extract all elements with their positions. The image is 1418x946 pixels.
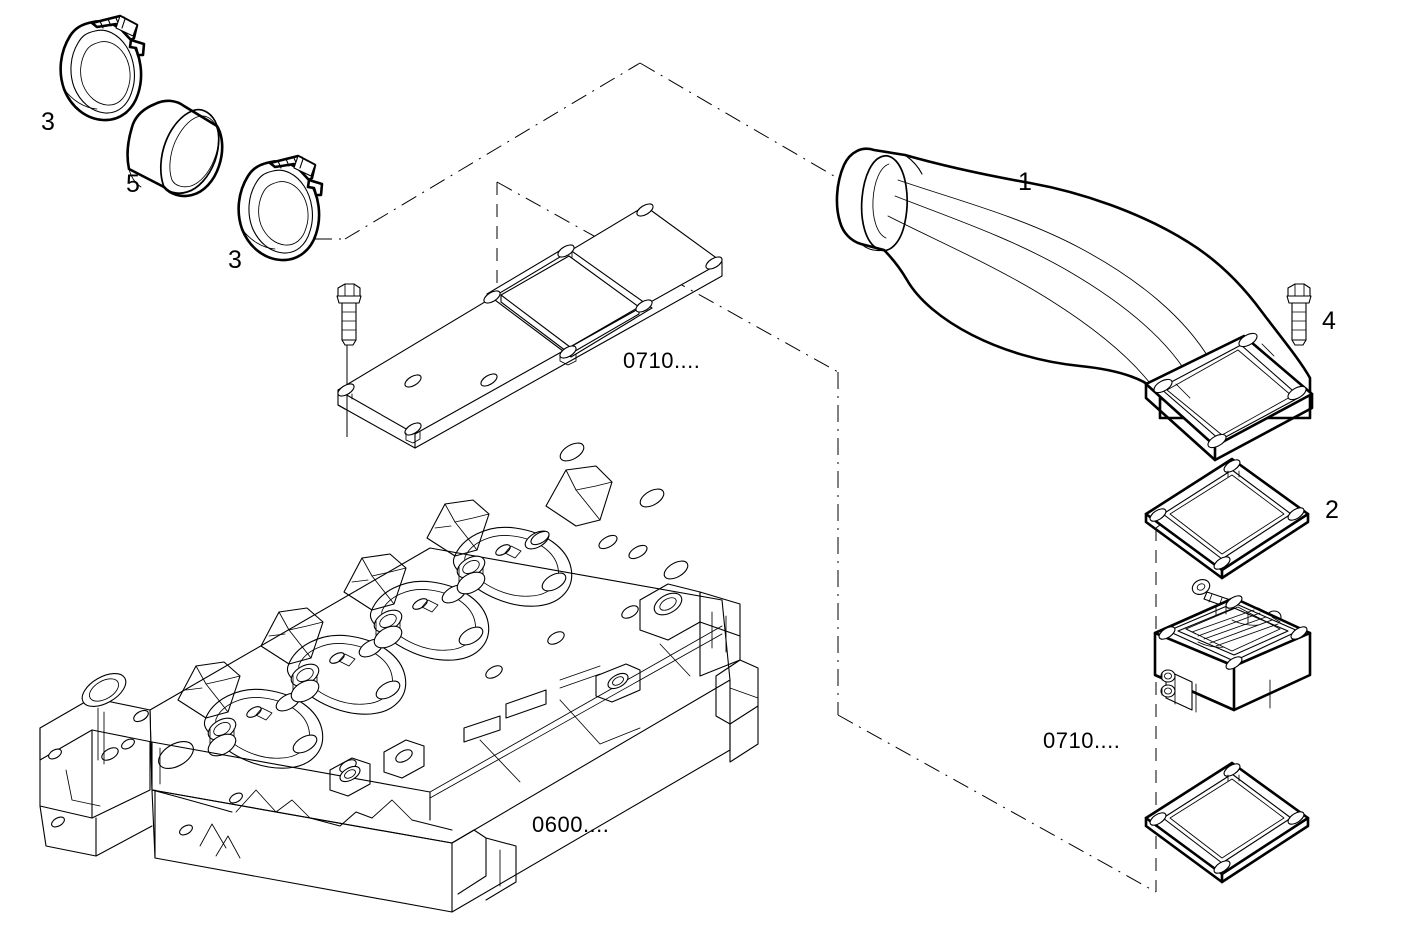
callout-3-lower: 3 <box>228 246 242 274</box>
group-ref-0710-cover-plate: 0710.... <box>623 348 701 373</box>
callout-5: 5 <box>126 170 140 198</box>
callout-4: 4 <box>1322 307 1336 335</box>
part-cylinder-head <box>39 442 759 913</box>
part-intake-heater <box>1153 579 1312 713</box>
callout-1: 1 <box>1018 168 1032 196</box>
callout-2: 2 <box>1325 496 1339 524</box>
part-intake-heater-gasket-lower <box>1144 761 1310 884</box>
callout-3-upper: 3 <box>41 108 55 136</box>
part-intake-heater-gasket-upper <box>1144 457 1310 580</box>
part-intake-pipe-elbow <box>835 147 1314 462</box>
part-hose-clamp-upper <box>59 14 146 122</box>
group-ref-0710-heater: 0710.... <box>1043 728 1121 753</box>
part-flange-bolt-right <box>1286 283 1312 346</box>
part-rubber-sleeve-hose <box>126 99 224 198</box>
group-ref-0600-head: 0600.... <box>532 812 610 837</box>
part-hose-clamp-lower <box>237 154 324 262</box>
part-intake-manifold-cover-plate <box>337 203 723 449</box>
part-cover-plate-bolt <box>336 283 362 346</box>
